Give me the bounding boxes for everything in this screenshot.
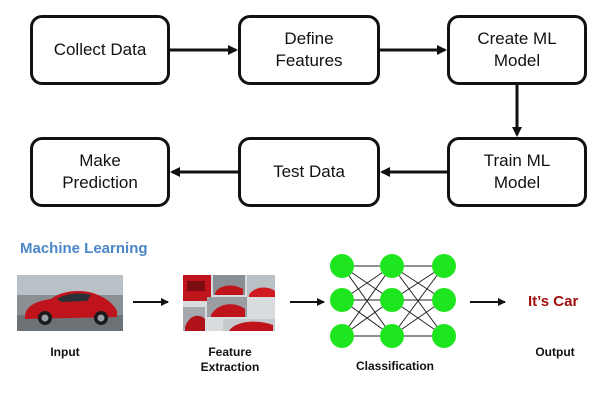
feature-extraction-caption: Feature Extraction xyxy=(200,345,260,374)
network-node xyxy=(380,324,404,348)
step-make-prediction: Make Prediction xyxy=(30,137,170,207)
input-car-image xyxy=(17,275,123,331)
step-create-ml-model-label: Create ML Model xyxy=(477,29,557,70)
network-connection xyxy=(391,265,445,337)
network-node xyxy=(380,254,404,278)
step-define-features: Define Features xyxy=(238,15,380,85)
machine-learning-title: Machine Learning xyxy=(20,240,148,257)
step-create-ml-model: Create ML Model xyxy=(447,15,587,85)
neural-network xyxy=(330,254,456,348)
network-node xyxy=(330,288,354,312)
step-test-data: Test Data xyxy=(238,137,380,207)
classification-caption: Classification xyxy=(355,359,435,373)
step-define-features-label: Define Features xyxy=(275,29,343,70)
step-train-ml-model: Train ML Model xyxy=(447,137,587,207)
network-node xyxy=(432,324,456,348)
network-connection xyxy=(341,265,393,337)
input-caption: Input xyxy=(50,345,80,359)
network-node xyxy=(380,288,404,312)
step-make-prediction-label: Make Prediction xyxy=(62,151,138,192)
step-collect-data-label: Collect Data xyxy=(53,40,147,59)
network-node xyxy=(330,254,354,278)
network-node xyxy=(432,288,456,312)
feature-extraction-collage xyxy=(183,275,275,331)
output-result: It’s Car xyxy=(528,293,579,310)
step-collect-data: Collect Data xyxy=(30,15,170,85)
network-node xyxy=(330,324,354,348)
step-test-data-label: Test Data xyxy=(273,162,345,181)
step-train-ml-model-label: Train ML Model xyxy=(483,151,551,192)
output-caption: Output xyxy=(535,345,575,359)
network-node xyxy=(432,254,456,278)
